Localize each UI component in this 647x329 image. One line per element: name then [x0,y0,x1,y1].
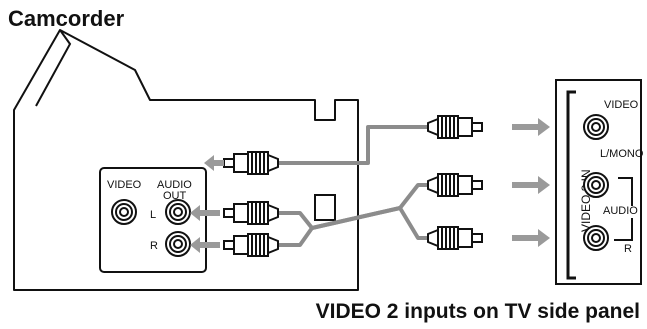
camcorder-left-label: L [150,209,156,221]
tv-video-plug [427,115,483,139]
tv-lmono-jack [583,172,609,198]
tv-audio-label: AUDIO [603,205,638,217]
diagram-title: Camcorder [8,6,125,31]
tv-right-label: R [624,243,632,255]
footer-caption: VIDEO 2 inputs on TV side panel [316,300,640,323]
camcorder-audio-label: AUDIO [157,179,192,191]
tv-video-jack [583,114,609,140]
tv-video-label: VIDEO [604,99,639,111]
cables [278,125,428,247]
tv-audio-r-plug [427,226,483,250]
arrow-right-icon [512,176,550,194]
camcorder-audio-r-jack [165,231,191,257]
arrow-left-icon [190,237,220,253]
tv-audio-l-plug [427,173,483,197]
arrow-left-icon [190,205,220,221]
arrow-right-icon [512,229,550,247]
camcorder-audio-l-jack [165,199,191,225]
camcorder-video-label: VIDEO [107,179,142,191]
tv-lmono-label: L/MONO [600,148,644,160]
camcorder-out-label: OUT [163,190,187,202]
arrow-right-icon [512,118,550,136]
audio-cable-right [278,206,428,247]
tv-side-panel: VIDEO 2 IN VIDEO L/MONO AUDIO R [555,79,644,285]
arrow-left-icon [204,155,224,171]
camcorder-video-out-jack [111,199,137,225]
arrows-to-tv [512,118,550,247]
camcorder-right-label: R [150,240,158,252]
video-cable [278,125,428,165]
tv-audio-r-jack [583,225,609,251]
camcorder-jack-panel: VIDEO AUDIO OUT L R [99,167,207,273]
arrows-to-camcorder [190,155,224,253]
